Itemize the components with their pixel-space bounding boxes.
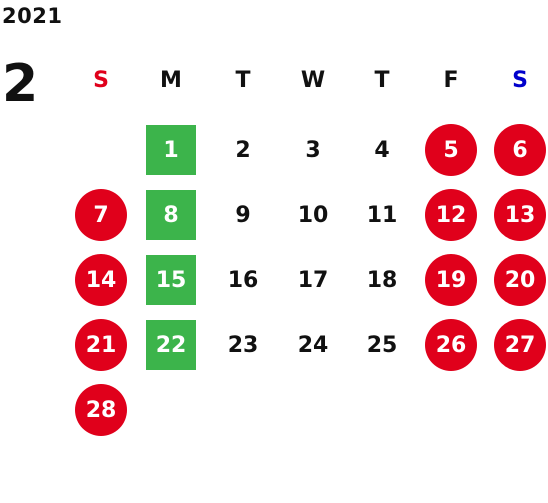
month-number: 2 [2, 54, 39, 114]
day-cell: 23 [227, 332, 259, 358]
holiday-day-cell: 13 [494, 189, 546, 241]
day-cell: 25 [366, 332, 398, 358]
weekday-label: T [235, 68, 251, 93]
day-cell: 17 [297, 267, 329, 293]
day-cell: 24 [297, 332, 329, 358]
day-cell: 4 [374, 137, 390, 163]
highlighted-day-cell: 15 [146, 255, 196, 305]
weekday-label: F [443, 68, 459, 93]
holiday-day-cell: 5 [425, 124, 477, 176]
holiday-day-cell: 27 [494, 319, 546, 371]
holiday-day-cell: 6 [494, 124, 546, 176]
holiday-day-cell: 28 [75, 384, 127, 436]
highlighted-day-cell: 8 [146, 190, 196, 240]
holiday-day-cell: 21 [75, 319, 127, 371]
day-cell: 11 [366, 202, 398, 228]
weekday-label: S [93, 68, 109, 93]
weekday-label: T [374, 68, 390, 93]
day-cell: 9 [235, 202, 251, 228]
weekday-label: S [512, 68, 528, 93]
holiday-day-cell: 7 [75, 189, 127, 241]
holiday-day-cell: 12 [425, 189, 477, 241]
day-cell: 3 [305, 137, 321, 163]
holiday-day-cell: 26 [425, 319, 477, 371]
day-cell: 16 [227, 267, 259, 293]
holiday-day-cell: 14 [75, 254, 127, 306]
holiday-day-cell: 19 [425, 254, 477, 306]
day-cell: 2 [235, 137, 251, 163]
year-label: 2021 [2, 4, 63, 28]
weekday-label: M [160, 68, 182, 93]
day-cell: 18 [366, 267, 398, 293]
day-cell: 10 [297, 202, 329, 228]
weekday-label: W [300, 68, 326, 93]
holiday-day-cell: 20 [494, 254, 546, 306]
highlighted-day-cell: 22 [146, 320, 196, 370]
highlighted-day-cell: 1 [146, 125, 196, 175]
